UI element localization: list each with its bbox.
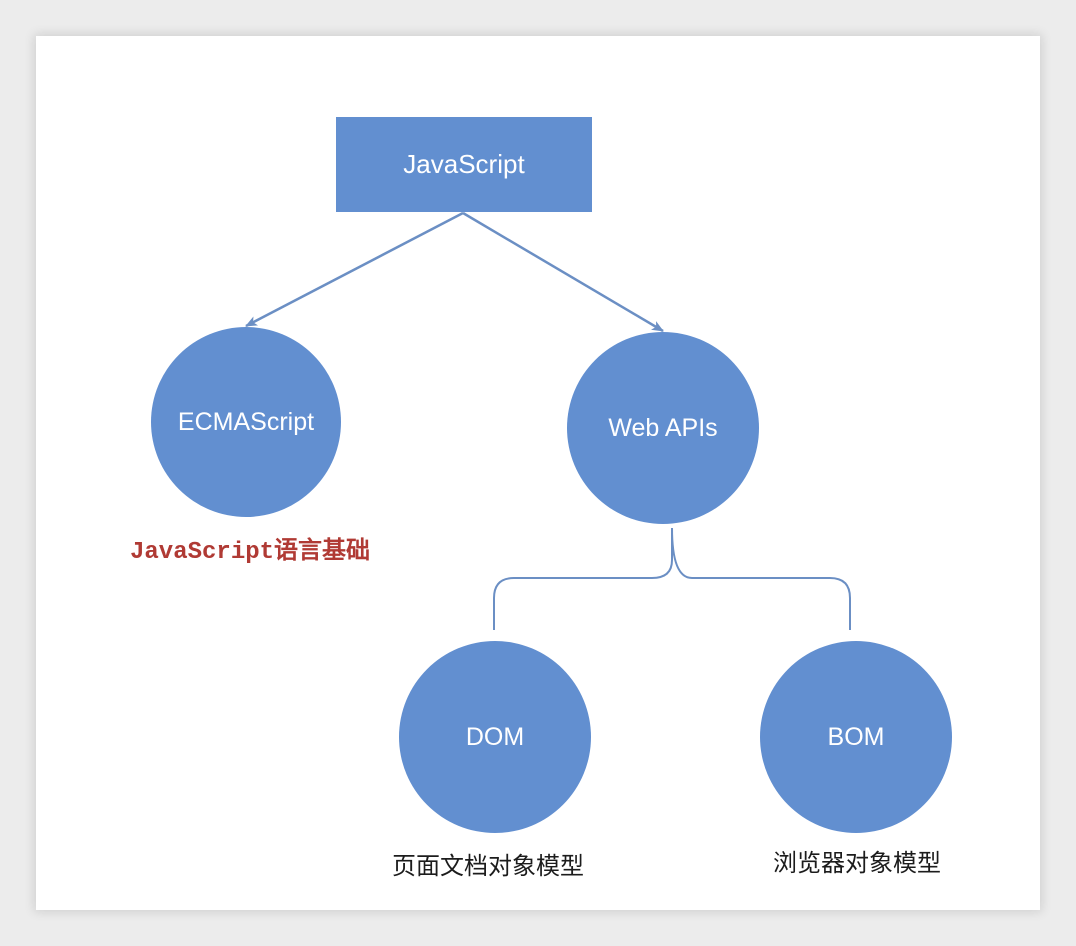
dom-caption: 页面文档对象模型 (392, 852, 584, 880)
ecmascript-node: ECMAScript (151, 327, 341, 517)
ecmascript-label: ECMAScript (177, 407, 315, 436)
bom-node: BOM (760, 641, 952, 833)
arrow-root-to-ecmascript (245, 211, 464, 328)
ecmascript-caption: JavaScript语言基础 (130, 539, 371, 566)
arrow-root-to-webapis (462, 211, 664, 333)
dom-label: DOM (465, 722, 525, 751)
javascript-root-box: JavaScript (336, 117, 592, 212)
dom-node: DOM (399, 641, 591, 833)
brace-webapis-to-children (493, 527, 851, 630)
bom-label: BOM (827, 722, 885, 751)
javascript-root-label: JavaScript (403, 149, 525, 179)
webapis-label: Web APIs (608, 413, 718, 442)
bom-caption: 浏览器对象模型 (773, 849, 941, 877)
webapis-node: Web APIs (567, 332, 759, 524)
